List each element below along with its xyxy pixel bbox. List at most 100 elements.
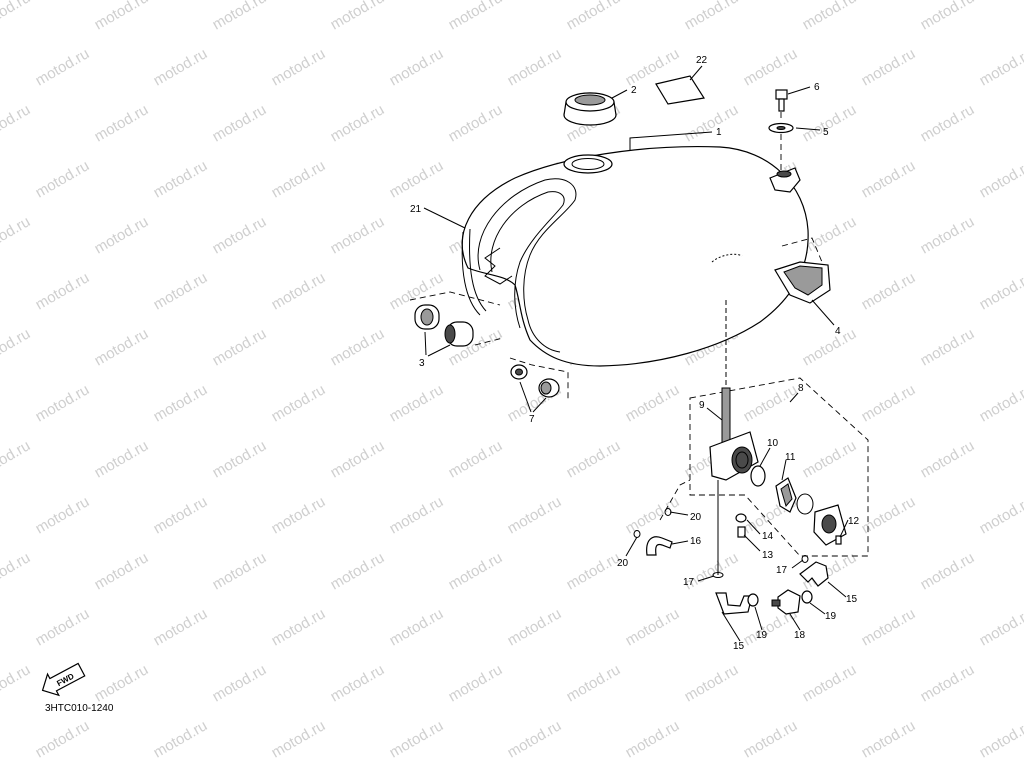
watermark-text: motod.ru: [859, 717, 919, 761]
watermark-text: motod.ru: [33, 45, 93, 89]
callout-10: 10: [767, 438, 779, 449]
callout-16: 16: [690, 536, 702, 547]
watermark-text: motod.ru: [682, 101, 742, 145]
callout-5: 5: [823, 127, 829, 138]
forward-arrow-icon: FWD: [41, 662, 86, 697]
callout-4: 4: [835, 326, 841, 337]
callout-22: 22: [696, 55, 708, 66]
watermark-text: motod.ru: [682, 661, 742, 705]
watermark-text: motod.ru: [446, 101, 506, 145]
watermark-text: motod.ru: [210, 213, 270, 257]
callout-1: 1: [716, 127, 722, 138]
watermark-text: motod.ru: [0, 0, 33, 33]
watermark-text: motod.ru: [918, 437, 978, 481]
callout-7: 7: [529, 414, 535, 425]
watermark-text: motod.ru: [92, 437, 152, 481]
watermark-text: motod.ru: [387, 45, 447, 89]
callout-17-right: 17: [776, 565, 788, 576]
callout-13: 13: [762, 550, 774, 561]
watermark-text: motod.ru: [269, 157, 329, 201]
watermark-text: motod.ru: [918, 0, 978, 33]
watermark-text: motod.ru: [741, 381, 801, 425]
watermark-text: motod.ru: [0, 549, 33, 593]
watermark-text: motod.ru: [0, 325, 33, 369]
watermark-text: motod.ru: [977, 717, 1024, 761]
callout-8: 8: [798, 383, 804, 394]
watermark-text: motod.ru: [269, 605, 329, 649]
watermark-text: motod.ru: [977, 269, 1024, 313]
callout-17-left: 17: [683, 577, 695, 588]
watermark-text: motod.ru: [505, 717, 565, 761]
watermark-text: motod.ru: [918, 101, 978, 145]
watermark-text: motod.ru: [328, 325, 388, 369]
watermark-text: motod.ru: [800, 101, 860, 145]
watermark-text: motod.ru: [269, 45, 329, 89]
watermark-text: motod.ru: [92, 549, 152, 593]
watermark-text: motod.ru: [387, 717, 447, 761]
watermark-text: motod.ru: [918, 213, 978, 257]
trim-band: [461, 228, 487, 316]
watermark-text: motod.ru: [800, 0, 860, 33]
watermark-text: motod.ru: [859, 45, 919, 89]
watermark-text: motod.ru: [151, 493, 211, 537]
watermark-text: motod.ru: [151, 157, 211, 201]
watermark-text: motod.ru: [446, 0, 506, 33]
grommets: [509, 357, 569, 400]
watermark-text: motod.ru: [505, 493, 565, 537]
watermark-text: motod.ru: [0, 661, 33, 705]
watermark-text: motod.ru: [92, 213, 152, 257]
watermark-text: motod.ru: [564, 661, 624, 705]
watermark-text: motod.ru: [977, 493, 1024, 537]
watermark-text: motod.ru: [33, 717, 93, 761]
watermark-text: motod.ru: [269, 493, 329, 537]
fuel-cock-assembly: [689, 300, 869, 575]
callout-6: 6: [814, 82, 820, 93]
watermark-text: motod.ru: [33, 493, 93, 537]
watermark-text: motod.ru: [269, 717, 329, 761]
watermark-text: motod.ru: [564, 549, 624, 593]
callout-19-right: 19: [825, 611, 837, 622]
fuel-tank: [461, 131, 809, 367]
watermark-text: motod.ru: [328, 101, 388, 145]
watermark-text: motod.ru: [505, 45, 565, 89]
watermark-text: motod.ru: [800, 437, 860, 481]
watermark-text: motod.ru: [977, 381, 1024, 425]
watermark-text: motod.ru: [33, 269, 93, 313]
watermark-text: motod.ru: [0, 101, 33, 145]
fuel-cap: [563, 92, 617, 126]
watermark-text: motod.ru: [387, 493, 447, 537]
bolt-and-washer: [768, 89, 794, 170]
watermark-text: motod.ru: [623, 381, 683, 425]
watermark-text: motod.ru: [623, 493, 683, 537]
leader-lines: [423, 65, 849, 642]
watermark-text: motod.ru: [328, 213, 388, 257]
watermark-text: motod.ru: [151, 381, 211, 425]
watermark-text: motod.ru: [210, 661, 270, 705]
callout-18: 18: [794, 630, 806, 641]
watermark-text: motod.ru: [859, 493, 919, 537]
watermark-text: motod.ru: [210, 437, 270, 481]
watermark-text: motod.ru: [505, 605, 565, 649]
watermark-text: motod.ru: [33, 605, 93, 649]
watermark-text: motod.ru: [623, 605, 683, 649]
watermark-text: motod.ru: [564, 437, 624, 481]
callout-21: 21: [410, 204, 422, 215]
watermark-text: motod.ru: [741, 45, 801, 89]
watermark-text: motod.ru: [269, 381, 329, 425]
callout-2: 2: [631, 85, 637, 96]
watermark-text: motod.ru: [92, 661, 152, 705]
watermark-text: motod.ru: [859, 605, 919, 649]
watermark-text: motod.ru: [446, 661, 506, 705]
watermark-text: motod.ru: [446, 437, 506, 481]
callout-19-left: 19: [756, 630, 768, 641]
watermark-text: motod.ru: [328, 437, 388, 481]
callout-15-left: 15: [733, 641, 745, 652]
watermark-text: motod.ru: [328, 0, 388, 33]
callouts: 1 2 3 4 5 6 7 8 9 10 11 12 13 14 15 15 1…: [410, 55, 860, 652]
callout-15-right: 15: [846, 594, 858, 605]
watermark-text: motod.ru: [151, 605, 211, 649]
watermark-text: motod.ru: [977, 605, 1024, 649]
watermark-text: motod.ru: [918, 661, 978, 705]
watermark-text: motod.ru: [387, 157, 447, 201]
